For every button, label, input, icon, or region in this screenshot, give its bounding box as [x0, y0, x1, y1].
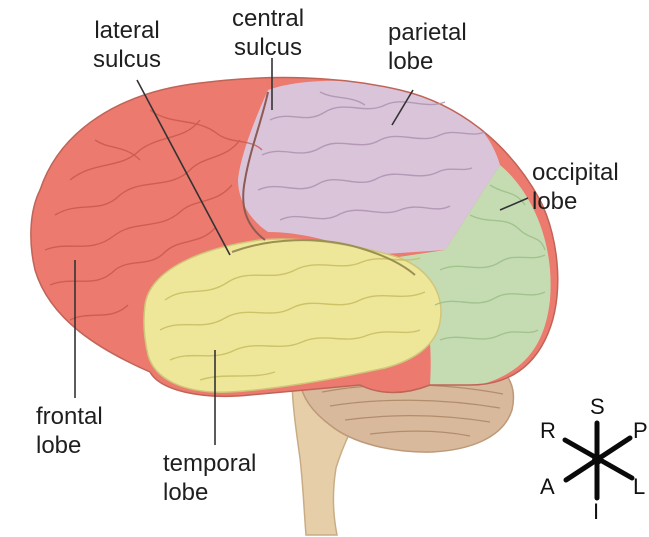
compass-label-posterior: P [633, 420, 648, 442]
compass-label-superior: S [590, 396, 605, 418]
label-temporal-lobe-line1: temporal [163, 449, 256, 478]
label-occipital-lobe-line1: occipital [532, 158, 619, 187]
label-parietal-lobe-line2: lobe [388, 47, 467, 76]
label-central-sulcus-line2: sulcus [232, 33, 304, 62]
label-parietal-lobe-line1: parietal [388, 18, 467, 47]
label-lateral-sulcus-line1: lateral [93, 16, 161, 45]
label-central-sulcus-line1: central [232, 4, 304, 33]
label-central-sulcus: central sulcus [232, 4, 304, 62]
label-parietal-lobe: parietal lobe [388, 18, 467, 76]
label-frontal-lobe-line1: frontal [36, 402, 103, 431]
compass-label-inferior: I [593, 501, 599, 523]
compass-center [592, 455, 602, 465]
label-occipital-lobe-line2: lobe [532, 187, 619, 216]
compass-label-anterior: A [540, 476, 555, 498]
compass-label-right: R [540, 420, 556, 442]
label-frontal-lobe-line2: lobe [36, 431, 103, 460]
label-temporal-lobe: temporal lobe [163, 449, 256, 507]
label-temporal-lobe-line2: lobe [163, 478, 256, 507]
label-lateral-sulcus: lateral sulcus [93, 16, 161, 74]
label-occipital-lobe: occipital lobe [532, 158, 619, 216]
label-frontal-lobe: frontal lobe [36, 402, 103, 460]
label-lateral-sulcus-line2: sulcus [93, 45, 161, 74]
compass-label-left: L [633, 476, 645, 498]
